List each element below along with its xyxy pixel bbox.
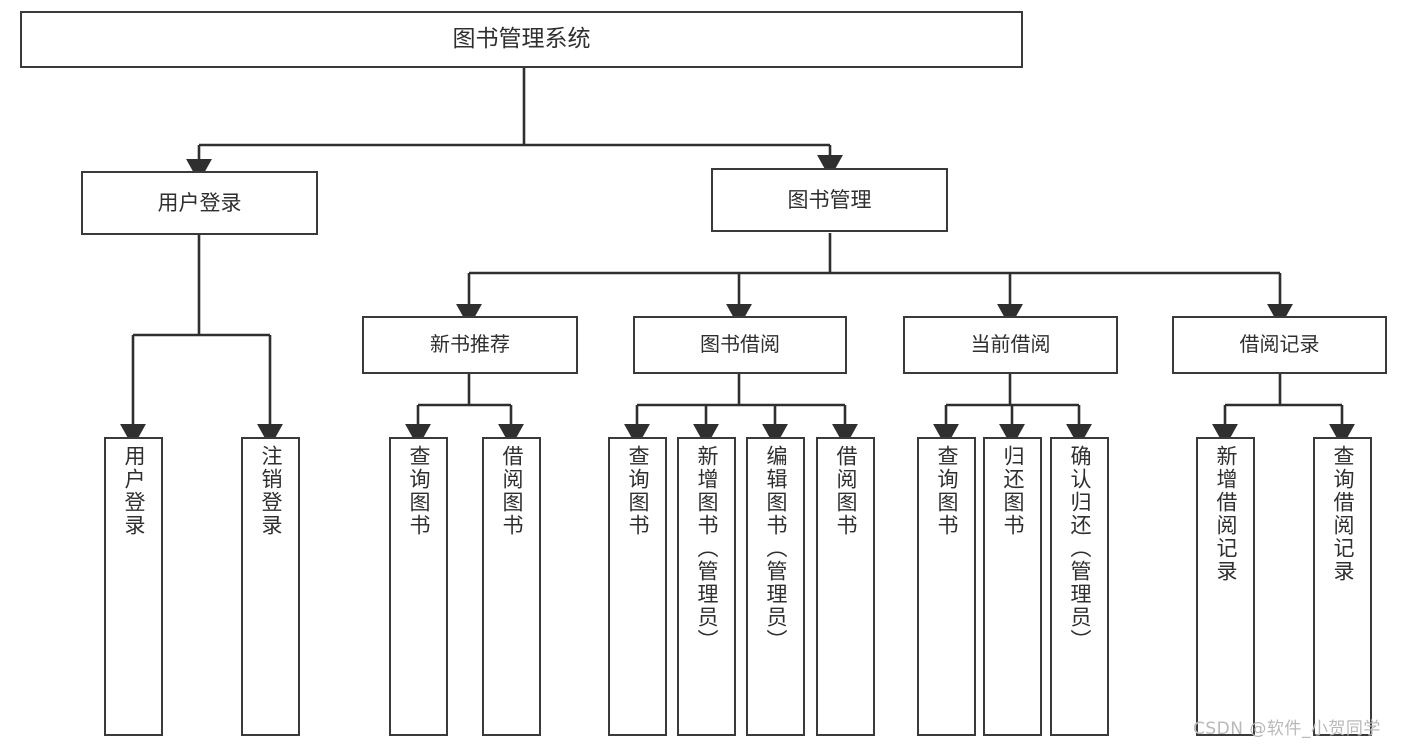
leaf-add-book-admin[interactable]: 新增图书（管理员）	[677, 437, 736, 736]
leaf-user-login[interactable]: 用户登录	[104, 437, 163, 736]
node-book-manage[interactable]: 图书管理	[711, 168, 948, 232]
node-new-book-recommend-label: 新书推荐	[430, 332, 510, 357]
node-current-borrow[interactable]: 当前借阅	[903, 316, 1118, 374]
node-root[interactable]: 图书管理系统	[20, 11, 1023, 68]
leaf-logout-label: 注销登录	[259, 445, 283, 537]
node-book-manage-label: 图书管理	[787, 187, 872, 212]
leaf-query-book-current-label: 查询图书	[935, 445, 959, 537]
node-current-borrow-label: 当前借阅	[970, 332, 1051, 357]
leaf-edit-book-admin-label: 编辑图书（管理员）	[764, 445, 788, 652]
leaf-add-borrow-record[interactable]: 新增借阅记录	[1196, 437, 1255, 736]
leaf-confirm-return-admin-label: 确认归还（管理员）	[1068, 445, 1092, 652]
leaf-borrow-book-label: 借阅图书	[834, 445, 858, 537]
leaf-add-book-admin-label: 新增图书（管理员）	[695, 445, 719, 652]
leaf-query-borrow-record[interactable]: 查询借阅记录	[1313, 437, 1372, 736]
leaf-query-book-recommend-label: 查询图书	[407, 445, 431, 537]
leaf-query-book-borrow-label: 查询图书	[626, 445, 650, 537]
node-user-login[interactable]: 用户登录	[81, 171, 318, 235]
node-book-borrow[interactable]: 图书借阅	[633, 316, 847, 374]
leaf-query-book-current[interactable]: 查询图书	[917, 437, 976, 736]
node-book-borrow-label: 图书借阅	[700, 332, 780, 357]
leaf-borrow-book[interactable]: 借阅图书	[816, 437, 875, 736]
leaf-return-book[interactable]: 归还图书	[983, 437, 1042, 736]
leaf-edit-book-admin[interactable]: 编辑图书（管理员）	[746, 437, 805, 736]
leaf-confirm-return-admin[interactable]: 确认归还（管理员）	[1050, 437, 1109, 736]
leaf-add-borrow-record-label: 新增借阅记录	[1214, 445, 1238, 583]
leaf-borrow-book-recommend[interactable]: 借阅图书	[482, 437, 541, 736]
leaf-query-borrow-record-label: 查询借阅记录	[1331, 445, 1355, 583]
node-borrow-record-label: 借阅记录	[1239, 332, 1320, 357]
leaf-borrow-book-recommend-label: 借阅图书	[500, 445, 524, 537]
leaf-return-book-label: 归还图书	[1001, 445, 1025, 537]
watermark: CSDN @软件_小贺同学	[1193, 719, 1381, 739]
leaf-logout[interactable]: 注销登录	[241, 437, 300, 736]
leaf-query-book-recommend[interactable]: 查询图书	[389, 437, 448, 736]
node-borrow-record[interactable]: 借阅记录	[1172, 316, 1387, 374]
leaf-user-login-label: 用户登录	[122, 445, 146, 537]
node-user-login-label: 用户登录	[157, 190, 242, 215]
node-new-book-recommend[interactable]: 新书推荐	[362, 316, 578, 374]
leaf-query-book-borrow[interactable]: 查询图书	[608, 437, 667, 736]
node-root-label: 图书管理系统	[452, 25, 591, 52]
